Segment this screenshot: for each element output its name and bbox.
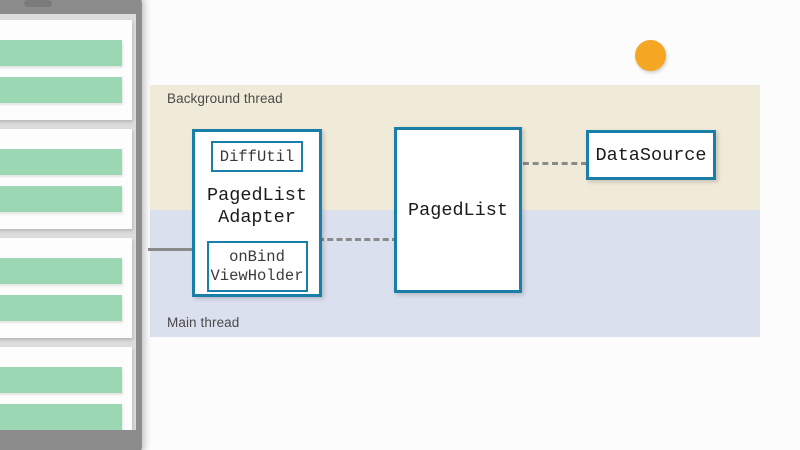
placeholder-bar — [0, 149, 122, 175]
node-diff-util[interactable]: DiffUtil — [211, 141, 303, 172]
list-item[interactable] — [0, 129, 132, 229]
list-item[interactable] — [0, 20, 132, 120]
placeholder-bar — [0, 186, 122, 212]
band-label-main-thread: Main thread — [167, 315, 240, 330]
device-screen[interactable] — [0, 14, 136, 430]
placeholder-bar — [0, 404, 122, 430]
device-bottom-bezel — [0, 430, 142, 450]
orange-dot-marker — [635, 40, 666, 71]
list-item[interactable] — [0, 347, 132, 430]
node-on-bind-view-holder[interactable]: onBind ViewHolder — [206, 241, 308, 292]
node-paged-list[interactable]: PagedList — [394, 127, 522, 293]
node-paged-list-adapter-label: PagedList Adapter — [207, 185, 307, 228]
node-data-source[interactable]: DataSource — [586, 130, 716, 180]
band-label-background-thread: Background thread — [167, 91, 283, 106]
placeholder-bar — [0, 295, 122, 321]
device-speaker-icon — [24, 0, 52, 7]
placeholder-bar — [0, 258, 122, 284]
list-item[interactable] — [0, 238, 132, 338]
connector-pagedlist-to-datasource — [523, 162, 587, 165]
placeholder-bar — [0, 77, 122, 103]
connector-adapter-to-pagedlist — [318, 238, 398, 241]
placeholder-bar — [0, 367, 122, 393]
connector-device-to-adapter — [148, 248, 196, 251]
placeholder-bar — [0, 40, 122, 66]
node-paged-list-adapter[interactable]: DiffUtil PagedList Adapter onBind ViewHo… — [192, 129, 322, 297]
device-mockup — [0, 0, 142, 450]
